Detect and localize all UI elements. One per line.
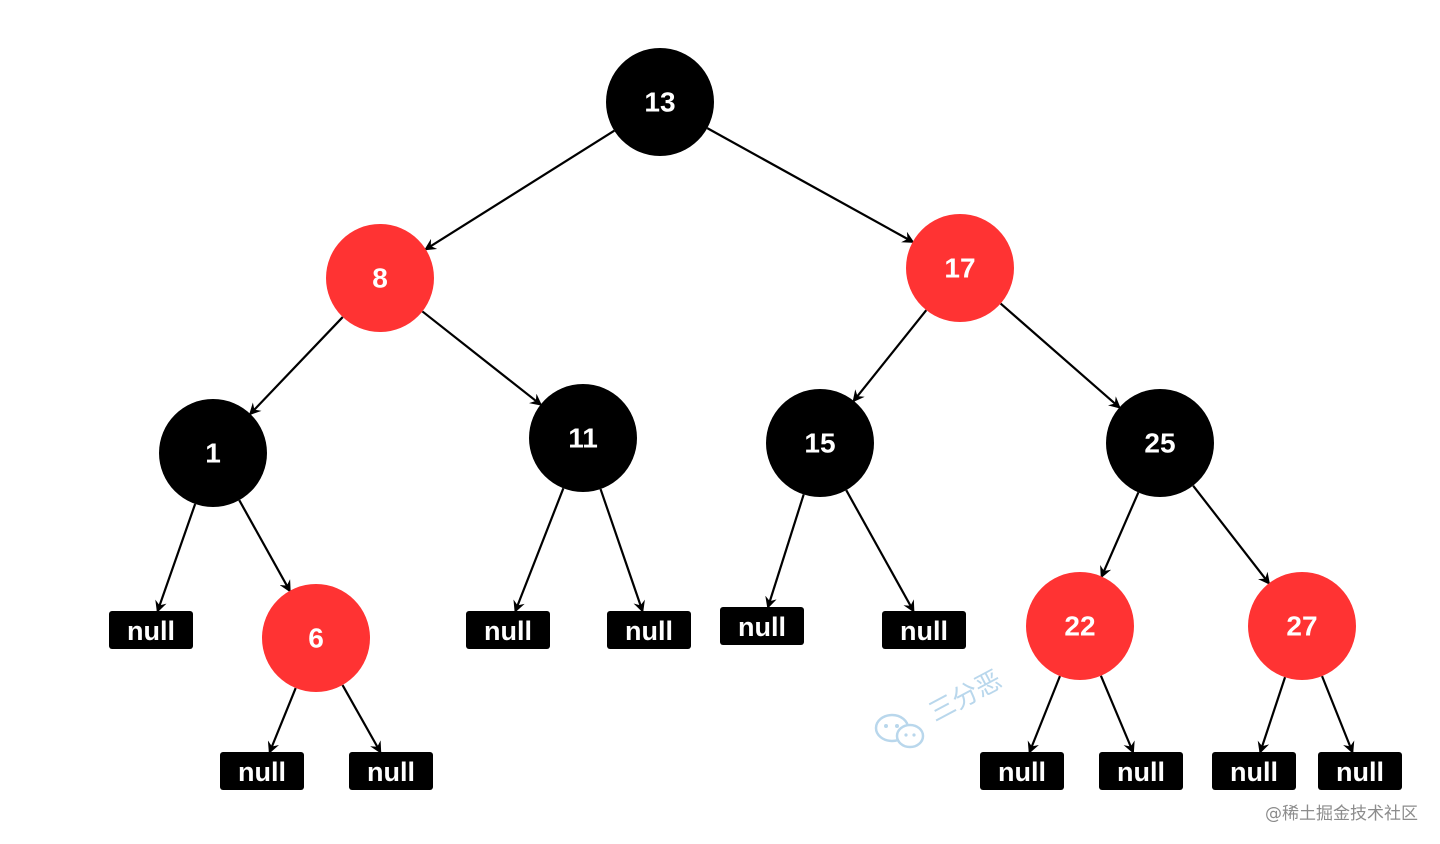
edge-n22-null-22-right [1099, 675, 1135, 754]
tree-node-8: 8 [326, 224, 434, 332]
red-node-circle [1248, 572, 1356, 680]
tree-node-17: 17 [906, 214, 1014, 322]
edges-layer [155, 127, 1355, 754]
edge-n8-n1 [248, 316, 344, 416]
null-leaf-label: null [900, 616, 948, 646]
red-node-circle [906, 214, 1014, 322]
tree-node-1: 1 [159, 399, 267, 507]
edge-n27-null-27-left [1257, 676, 1287, 754]
node-value-label: 15 [804, 428, 835, 459]
tree-node-11: 11 [529, 384, 637, 492]
red-node-circle [326, 224, 434, 332]
null-leaf-label: null [484, 616, 532, 646]
null-leaf: null [607, 611, 691, 649]
null-leaf-box [1099, 752, 1183, 790]
tree-node-22: 22 [1026, 572, 1134, 680]
edge-n11-null-11-right [599, 488, 645, 613]
edge-n17-n25 [999, 302, 1121, 409]
null-leaf: null [1212, 752, 1296, 790]
null-leaf: null [220, 752, 304, 790]
null-leaf-label: null [738, 612, 786, 642]
edge-n17-n15 [852, 309, 928, 403]
null-leaf: null [109, 611, 193, 649]
red-node-circle [262, 584, 370, 692]
null-leaf: null [980, 752, 1064, 790]
edge-n6-null-6-right [341, 684, 382, 754]
node-value-label: 22 [1064, 611, 1095, 642]
null-leaf-box [720, 607, 804, 645]
edge-n15-null-15-left [765, 494, 805, 609]
wechat-icon [874, 713, 925, 749]
null-leaf-box [1318, 752, 1402, 790]
node-value-label: 25 [1144, 428, 1175, 459]
edge-n8-n11 [421, 310, 543, 406]
edge-n6-null-6-left [267, 687, 297, 754]
null-leaf-label: null [127, 616, 175, 646]
tree-node-27: 27 [1248, 572, 1356, 680]
edge-n25-n27 [1192, 484, 1271, 585]
null-leaf-label: null [1336, 757, 1384, 787]
null-leaf: null [882, 611, 966, 649]
edge-n13-n8 [424, 129, 615, 251]
null-leaf-box [109, 611, 193, 649]
edge-n13-n17 [706, 127, 915, 243]
edge-n25-n22 [1100, 492, 1140, 579]
black-node-circle [606, 48, 714, 156]
null-leaf-box [220, 752, 304, 790]
node-value-label: 11 [568, 423, 598, 454]
null-leaf-box [1212, 752, 1296, 790]
node-value-label: 6 [308, 623, 324, 654]
null-leaf-label: null [1230, 757, 1278, 787]
node-value-label: 17 [944, 253, 975, 284]
null-leaf: null [349, 752, 433, 790]
edge-n22-null-22-left [1027, 675, 1061, 754]
null-leaf-label: null [367, 757, 415, 787]
node-value-label: 1 [205, 438, 221, 469]
null-leaf-box [882, 611, 966, 649]
black-node-circle [529, 384, 637, 492]
null-leaf: null [720, 607, 804, 645]
red-node-circle [1026, 572, 1134, 680]
null-leaf: null [1099, 752, 1183, 790]
tree-node-13: 13 [606, 48, 714, 156]
null-leaf-label: null [1117, 757, 1165, 787]
black-node-circle [1106, 389, 1214, 497]
tree-node-6: 6 [262, 584, 370, 692]
watermark-text: 三分恶 [924, 665, 1007, 728]
null-leaf-box [466, 611, 550, 649]
edge-n11-null-11-left [513, 487, 565, 613]
null-leaf-label: null [238, 757, 286, 787]
edge-n1-null-1-left [155, 503, 197, 613]
null-leaf-box [980, 752, 1064, 790]
edge-n15-null-15-right [845, 489, 915, 613]
node-value-label: 27 [1286, 611, 1317, 642]
edge-n1-n6 [238, 499, 291, 593]
null-leaf-label: null [998, 757, 1046, 787]
black-node-circle [766, 389, 874, 497]
watermark: 三分恶 [874, 665, 1007, 749]
node-value-label: 8 [372, 263, 388, 294]
null-leaf-box [349, 752, 433, 790]
null-leaf: null [466, 611, 550, 649]
tree-node-25: 25 [1106, 389, 1214, 497]
null-leaf-label: null [625, 616, 673, 646]
edge-n27-null-27-right [1321, 675, 1355, 754]
tree-node-15: 15 [766, 389, 874, 497]
null-leaf-box [607, 611, 691, 649]
null-leaf: null [1318, 752, 1402, 790]
black-node-circle [159, 399, 267, 507]
source-watermark: @稀土掘金技术社区 [1265, 804, 1418, 824]
node-value-label: 13 [644, 87, 675, 118]
